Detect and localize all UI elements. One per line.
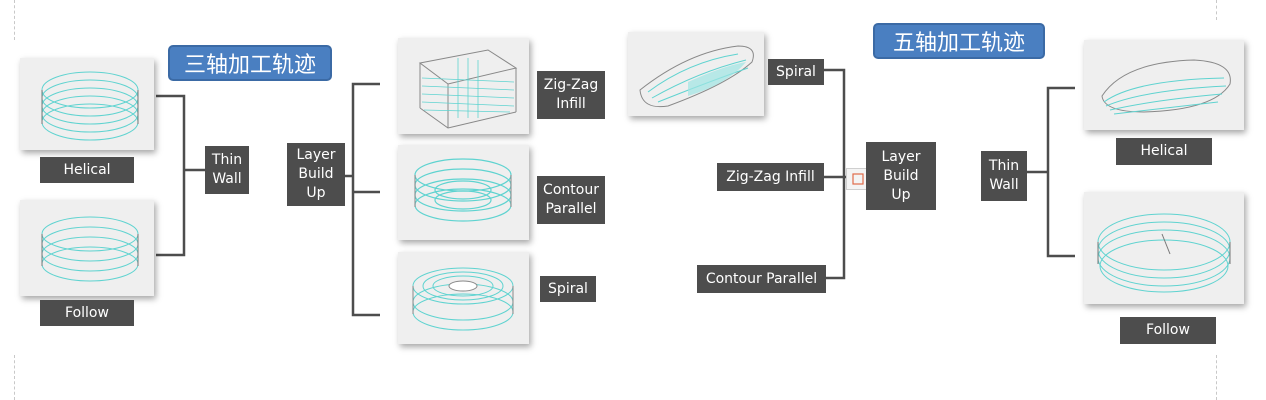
five-axis-zigzag-label: Zig-Zag Infill xyxy=(717,163,824,191)
three-axis-contour-label: Contour Parallel xyxy=(537,176,605,224)
five-axis-follow-label: Follow xyxy=(1120,317,1216,344)
five-axis-spiral-image xyxy=(628,32,764,116)
three-axis-zigzag-image xyxy=(398,38,529,134)
layer-build-bracket-5axis xyxy=(824,68,846,280)
five-axis-helical-label: Helical xyxy=(1116,138,1212,165)
thin-wall-bracket-3axis xyxy=(156,94,186,257)
three-axis-layer-build-up-label: Layer Build Up xyxy=(287,143,345,206)
five-axis-spiral-label: Spiral xyxy=(768,59,824,85)
three-axis-helical-label: Helical xyxy=(40,157,134,183)
three-axis-spiral-image xyxy=(398,252,529,344)
three-axis-helical-image xyxy=(20,58,154,150)
three-axis-follow-label: Follow xyxy=(40,300,134,326)
five-axis-layer-build-up-label: Layer Build Up xyxy=(866,142,936,210)
left-margin-guide-lower xyxy=(14,355,15,400)
three-axis-zigzag-label: Zig-Zag Infill xyxy=(537,71,605,119)
five-axis-contour-label: Contour Parallel xyxy=(697,265,826,293)
thin-wall-bracket-5axis xyxy=(1046,86,1075,258)
five-axis-helical-image xyxy=(1084,40,1244,130)
right-margin-guide-lower xyxy=(1216,355,1217,400)
five-axis-title: 五轴加工轨迹 xyxy=(873,23,1045,59)
left-margin-guide xyxy=(14,0,15,40)
layer-build-bracket-3axis xyxy=(351,82,380,317)
three-axis-spiral-label: Spiral xyxy=(540,276,596,302)
five-axis-follow-image xyxy=(1084,192,1244,304)
three-axis-title: 三轴加工轨迹 xyxy=(168,45,332,81)
three-axis-contour-image xyxy=(398,145,529,240)
three-axis-follow-image xyxy=(20,200,154,296)
three-axis-thin-wall-label: Thin Wall xyxy=(205,146,249,194)
five-axis-thin-wall-label: Thin Wall xyxy=(981,151,1027,201)
right-margin-guide xyxy=(1216,0,1217,20)
